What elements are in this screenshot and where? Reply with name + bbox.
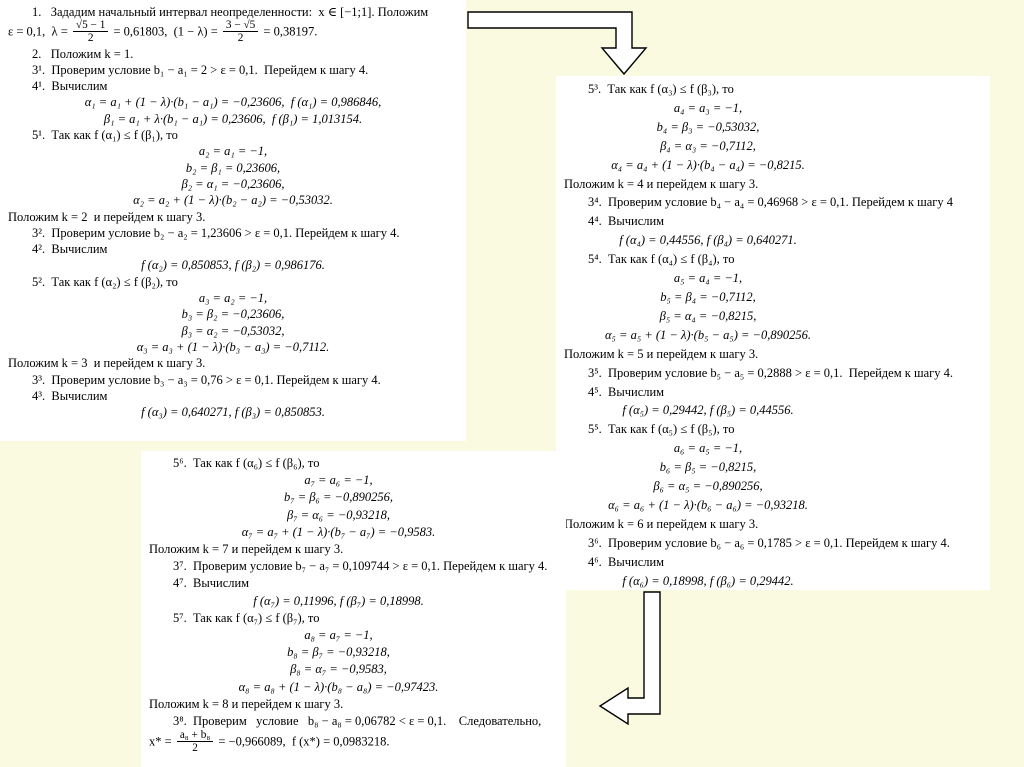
math-line: α₅ = a₅ + (1 − λ)·(b₅ − a₅) = −0,890256. (605, 327, 811, 342)
math-line: Положим k = 3 и перейдем к шагу 3. (8, 356, 206, 371)
math-line: 4¹. Вычислим (32, 79, 108, 94)
math-line: 5⁷. Так как f (α₇) ≤ f (β₇), то (173, 610, 320, 625)
math-line: Положим k = 4 и перейдем к шагу 3. (564, 176, 759, 191)
math-line: b₂ = β₁ = 0,23606, (185, 160, 281, 175)
math-line: a₈ = a₇ = −1, (304, 628, 373, 643)
math-line: 5¹. Так как f (α₁) ≤ f (β₁), то (32, 128, 178, 143)
math-line: b₃ = β₂ = −0,23606, (181, 307, 285, 322)
math-line: 5⁶. Так как f (α₆) ≤ f (β₆), то (173, 456, 320, 470)
math-line: 3¹. Проверим условие b₁ − a₁ = 2 > ε = 0… (32, 62, 369, 77)
solution-panel-steps-5-6-to-final: 5⁶. Так как f (α₆) ≤ f (β₆), то a₇ = a₆ =… (141, 451, 566, 767)
math-line: b₆ = β₅ = −0,8215, (659, 460, 757, 475)
math-line: 5⁵. Так как f (α₅) ≤ f (β₅), то (588, 422, 735, 437)
math-line: a₄ = a₃ = −1, (673, 100, 743, 115)
math-line: α₄ = a₄ + (1 − λ)·(b₄ − a₄) = −0,8215. (611, 157, 805, 172)
arrow-down-then-left-icon (598, 591, 661, 726)
math-line: 3⁸. Проверим условие b₈ − a₈ = 0,06782 <… (173, 714, 542, 729)
math-line: α₇ = a₇ + (1 − λ)·(b₇ − a₇) = −0,9583. (241, 524, 436, 539)
math-line: a₇ = a₆ = −1, (304, 473, 373, 488)
math-line: Положим k = 5 и перейдем к шагу 3. (564, 346, 759, 361)
math-line: α₆ = a₆ + (1 − λ)·(b₆ − a₆) = −0,93218. (608, 497, 808, 512)
math-line: 4⁴. Вычислим (588, 214, 665, 229)
math-line: f (α₅) = 0,29442, f (β₅) = 0,44556. (622, 403, 794, 418)
math-line: α₁ = a₁ + (1 − λ)·(b₁ − a₁) = −0,23606, … (84, 95, 382, 110)
math-line: α₈ = a₈ + (1 − λ)·(b₈ − a₈) = −0,97423. (238, 679, 439, 694)
math-line: 2. Положим k = 1. (32, 46, 134, 61)
arrow-right-then-down-icon (467, 11, 648, 76)
math-line: 4⁵. Вычислим (588, 384, 665, 399)
math-line: 4⁷. Вычислим (173, 576, 250, 591)
math-line: α₂ = a₂ + (1 − λ)·(b₂ − a₂) = −0,53032. (133, 193, 333, 208)
math-line: 5³. Так как f (α₃) ≤ f (β₃), то (588, 82, 734, 96)
math-line: α₃ = a₃ + (1 − λ)·(b₃ − a₃) = −0,7112. (136, 339, 330, 354)
math-line: 3⁵. Проверим условие b₅ − a₅ = 0,2888 > … (588, 365, 954, 380)
math-line: a₆ = a₅ = −1, (673, 441, 743, 456)
math-line: b₅ = β₄ = −0,7112, (660, 289, 756, 304)
math-line: β₅ = α₄ = −0,8215, (659, 308, 757, 323)
solution-panel-steps-5-3-to-4-6: 5³. Так как f (α₃) ≤ f (β₃), то a₄ = a₃ =… (556, 76, 990, 590)
math-line: 5². Так как f (α₂) ≤ f (β₂), то (32, 274, 178, 289)
math-line: β₁ = a₁ + λ·(b₁ − a₁) = 0,23606, f (β₁) … (103, 111, 363, 126)
math-line: b₇ = β₆ = −0,890256, (284, 490, 393, 505)
math-line: a₃ = a₂ = −1, (198, 291, 268, 306)
solution-panel-steps-1-to-4-3: 1. Зададим начальный интервал неопределе… (0, 0, 466, 441)
math-line: 3². Проверим условие b₂ − a₂ = 1,23606 >… (32, 225, 400, 240)
math-line: β₃ = α₂ = −0,53032, (181, 323, 285, 338)
math-line: β₄ = α₃ = −0,7112, (660, 138, 756, 153)
math-line: β₂ = α₁ = −0,23606, (181, 176, 285, 191)
math-line: Положим k = 6 и перейдем к шагу 3. (564, 516, 759, 531)
math-line: b₄ = β₃ = −0,53032, (656, 119, 760, 134)
math-line: a₂ = a₁ = −1, (198, 144, 268, 159)
math-line: 3⁴. Проверим условие b₄ − a₄ = 0,46968 >… (588, 195, 954, 210)
math-line: β₈ = α₇ = −0,9583, (290, 662, 387, 677)
math-line: 3⁶. Проверим условие b₆ − a₆ = 0,1785 > … (588, 535, 950, 550)
math-line: β₆ = α₅ = −0,890256, (653, 479, 763, 494)
math-line: 4³. Вычислим (32, 388, 108, 403)
math-line: 1. Зададим начальный интервал неопределе… (32, 5, 429, 19)
math-line: Положим k = 7 и перейдем к шагу 3. (149, 542, 344, 557)
math-line: f (α₇) = 0,11996, f (β₇) = 0,18998. (253, 593, 424, 608)
math-line: a₅ = a₄ = −1, (673, 271, 743, 286)
math-line: f (α₄) = 0,44556, f (β₄) = 0,640271. (619, 233, 797, 248)
math-line: Положим k = 8 и перейдем к шагу 3. (149, 696, 344, 711)
math-line: 5⁴. Так как f (α₄) ≤ f (β₄), то (588, 252, 735, 267)
math-line: 3⁷. Проверим условие b₇ − a₇ = 0,109744 … (173, 559, 548, 574)
math-line: f (α₆) = 0,18998, f (β₆) = 0,29442. (622, 573, 794, 588)
math-line: b₈ = β₇ = −0,93218, (287, 645, 390, 660)
math-line: 3³. Проверим условие b₃ − a₃ = 0,76 > ε … (32, 372, 381, 387)
math-line: f (α₃) = 0,640271, f (β₃) = 0,850853. (141, 405, 325, 420)
math-line: β₇ = α₆ = −0,93218, (286, 507, 391, 522)
math-line: 4². Вычислим (32, 242, 108, 257)
math-line: 4⁶. Вычислим (588, 554, 665, 569)
math-line: f (α₂) = 0,850853, f (β₂) = 0,986176. (141, 258, 325, 273)
math-line: Положим k = 2 и перейдем к шагу 3. (8, 209, 206, 224)
